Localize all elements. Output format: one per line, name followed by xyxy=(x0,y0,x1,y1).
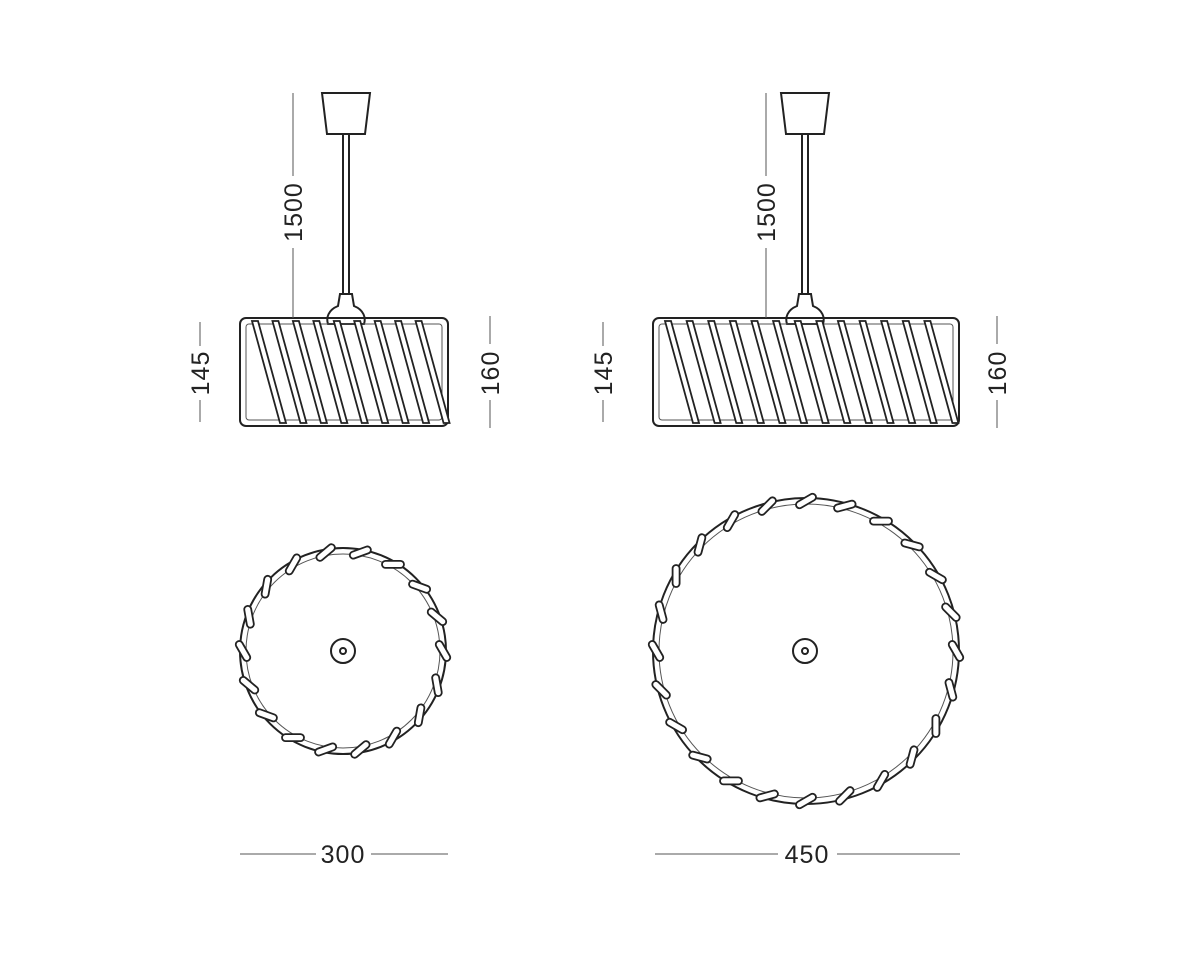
small-top-wrap-5 xyxy=(350,740,371,759)
large-top-wrap-10 xyxy=(688,750,712,764)
small-shade-height-right-label: 160 xyxy=(477,351,505,396)
small-cable-length-label: 1500 xyxy=(280,182,308,242)
large-top-wrap-22 xyxy=(900,538,924,552)
small-diameter-label: 300 xyxy=(321,841,366,869)
large-shade-frame xyxy=(652,317,960,427)
small-top-wrap-4 xyxy=(384,726,402,749)
small-shade-height-left-label: 145 xyxy=(187,351,215,396)
large-side-wrap-10 xyxy=(858,320,895,424)
large-top-wrap-8 xyxy=(755,789,779,803)
large-side-wrap-6 xyxy=(771,320,809,424)
large-top-wrap-9 xyxy=(719,776,743,786)
large-top-socket-outer xyxy=(792,638,818,664)
large-top-wrap-2 xyxy=(944,678,958,702)
large-side-wrap-13 xyxy=(923,320,960,424)
small-top-wrap-14 xyxy=(315,543,336,562)
large-top-wrap-23 xyxy=(925,567,947,585)
large-side-wrap-5 xyxy=(750,320,787,424)
large-cable-length-label: 1500 xyxy=(753,182,781,242)
large-top-wraps xyxy=(647,492,965,810)
small-top-wrap-3 xyxy=(413,703,426,728)
large-socket xyxy=(785,293,825,325)
small-top-socket-inner xyxy=(339,647,347,655)
large-side-wrap-2 xyxy=(685,320,722,424)
large-top-wrap-11 xyxy=(665,717,687,735)
small-socket xyxy=(326,293,366,325)
large-side-wrap-8 xyxy=(815,320,852,424)
small-top-wrap-1 xyxy=(434,640,452,662)
small-top-wrap-15 xyxy=(348,545,372,560)
large-top-wrap-1 xyxy=(947,640,965,662)
large-top-wrap-18 xyxy=(757,496,777,516)
large-top-wrap-19 xyxy=(795,492,817,510)
large-side-wrap-7 xyxy=(793,320,830,424)
large-top-wrap-24 xyxy=(941,602,961,622)
small-side-wrap-5 xyxy=(332,320,369,424)
small-lamp-top-view: 300 xyxy=(234,543,452,869)
large-top-wrap-16 xyxy=(693,533,707,557)
small-top-wrap-12 xyxy=(260,574,273,599)
large-top-wrap-12 xyxy=(651,680,671,700)
large-side-wrap-12 xyxy=(901,320,938,424)
small-top-wrap-10 xyxy=(234,640,252,662)
small-side-wrap-4 xyxy=(312,320,349,424)
large-top-wrap-3 xyxy=(931,714,941,738)
large-lamp-side-view: 1500 145 160 xyxy=(590,92,1012,428)
large-side-wrap-4 xyxy=(728,320,766,424)
large-top-wrap-4 xyxy=(905,745,919,769)
small-top-wrap-13 xyxy=(284,553,302,576)
small-side-wrap-7 xyxy=(373,320,410,424)
large-top-wrap-5 xyxy=(872,770,890,792)
small-top-socket-outer xyxy=(330,638,356,664)
small-side-wrap-3 xyxy=(291,320,329,424)
small-top-wrap-17 xyxy=(408,579,432,594)
small-top-wraps xyxy=(234,543,452,759)
small-top-wrap-16 xyxy=(381,559,405,569)
large-top-wrap-20 xyxy=(833,499,857,513)
large-diameter-label: 450 xyxy=(785,841,830,869)
large-side-wrap-3 xyxy=(707,320,744,424)
small-side-wrap-6 xyxy=(353,320,390,424)
large-top-wrap-17 xyxy=(722,510,740,532)
small-side-wrap-1 xyxy=(250,320,288,424)
small-top-wrap-18 xyxy=(426,607,448,627)
small-side-wrap-9 xyxy=(414,320,451,424)
small-canopy xyxy=(320,92,372,135)
large-shade-height-right-label: 160 xyxy=(984,351,1012,396)
large-top-wrap-7 xyxy=(795,792,817,810)
small-top-wrap-7 xyxy=(281,733,305,743)
large-top-wrap-21 xyxy=(869,516,893,526)
small-side-wrap-2 xyxy=(271,320,308,424)
large-side-wrap-1 xyxy=(663,320,701,424)
large-lamp-top-view: 450 xyxy=(647,492,965,869)
small-top-wrap-9 xyxy=(238,675,260,695)
large-shade-height-left-label: 145 xyxy=(590,351,618,396)
small-top-wrap-8 xyxy=(254,708,278,723)
small-top-wrap-6 xyxy=(314,742,338,757)
large-top-wrap-14 xyxy=(654,600,668,624)
large-top-wrap-15 xyxy=(671,564,681,588)
large-side-wrap-9 xyxy=(836,320,874,424)
large-top-socket-inner xyxy=(801,647,809,655)
large-top-wrap-6 xyxy=(835,786,855,806)
large-canopy xyxy=(779,92,831,135)
small-top-wrap-2 xyxy=(431,673,443,697)
small-lamp-side-view: 1500 145 160 xyxy=(187,92,505,428)
small-shade-wraps xyxy=(250,320,451,424)
small-shade-frame xyxy=(239,317,449,427)
large-shade-wraps xyxy=(663,320,960,424)
small-top-wrap-11 xyxy=(243,605,255,629)
large-top-wrap-13 xyxy=(647,640,665,662)
large-side-wrap-11 xyxy=(879,320,917,424)
small-side-wrap-8 xyxy=(393,320,431,424)
